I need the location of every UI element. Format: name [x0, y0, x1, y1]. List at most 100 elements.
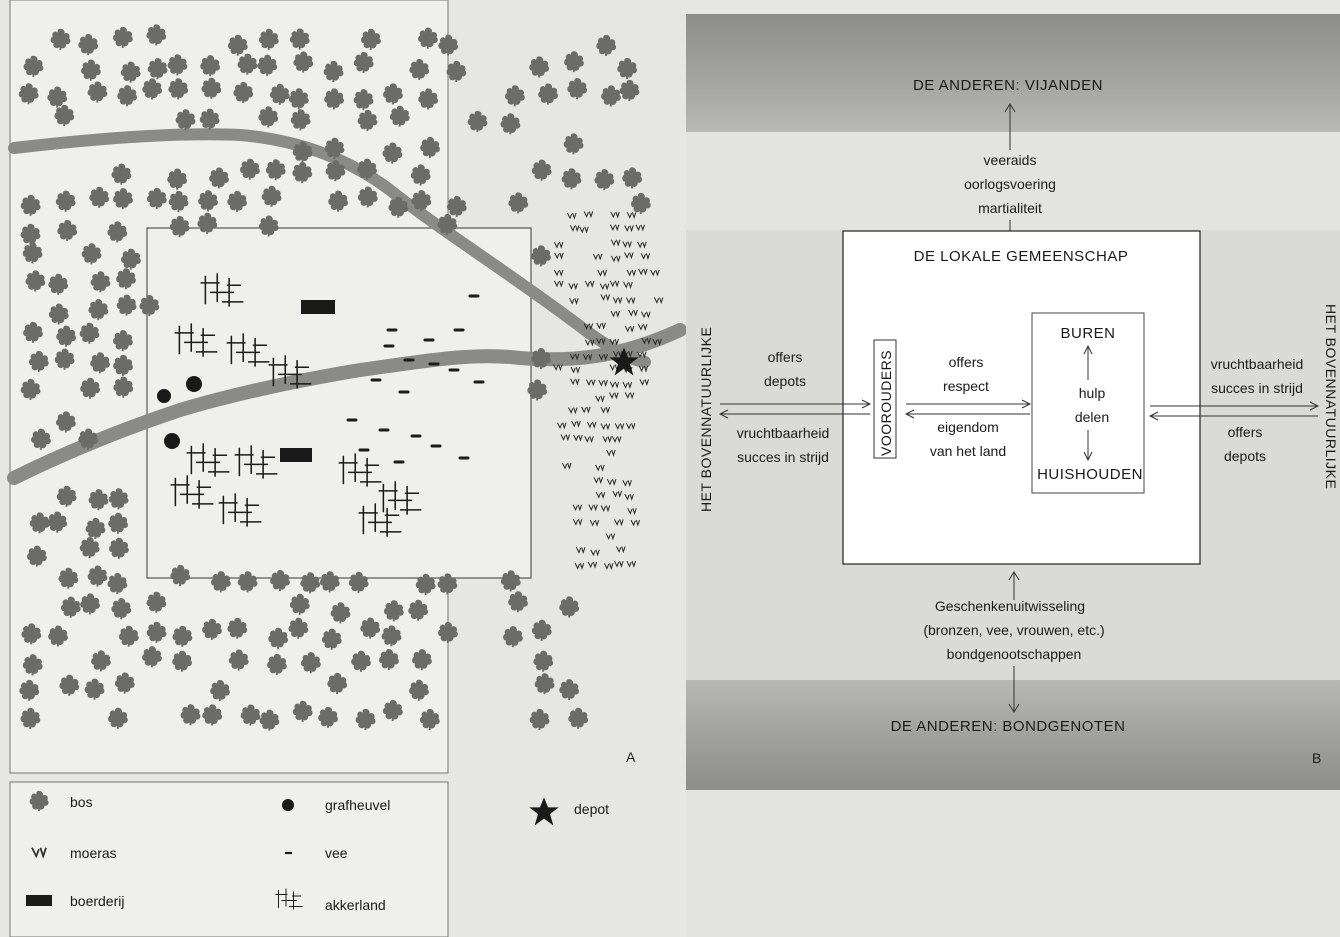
marsh-marker — [622, 479, 632, 486]
marsh-marker — [630, 519, 641, 526]
tree-marker — [618, 78, 641, 102]
marsh-marker — [610, 211, 620, 218]
marsh-marker — [600, 406, 611, 413]
marsh-marker — [622, 381, 633, 388]
marsh-marker — [624, 224, 634, 232]
marsh-marker — [569, 224, 580, 232]
marsh-marker — [592, 253, 603, 260]
left-gift-1: vruchtbaarheid — [737, 425, 830, 441]
legend: bos moeras boerderij grafheuvel vee akke… — [26, 790, 609, 913]
marsh-marker — [595, 464, 605, 471]
marsh-marker — [623, 281, 633, 288]
tree-marker — [532, 649, 555, 673]
marsh-marker — [611, 435, 622, 443]
farm-marker — [280, 448, 312, 462]
ancestor-gift-2: van het land — [930, 443, 1006, 459]
marsh-marker — [624, 493, 635, 500]
legend-label-moeras: moeras — [70, 845, 117, 861]
tree-marker — [558, 678, 580, 702]
marsh-marker — [566, 212, 577, 219]
marsh-marker — [579, 226, 589, 233]
diagram-panel: DE ANDEREN: VIJANDEN veeraids oorlogsvoe… — [686, 14, 1340, 937]
arrow-left-icon — [904, 409, 1030, 419]
marsh-marker — [586, 421, 597, 428]
arrow-up-icon — [1004, 103, 1016, 150]
marsh-marker — [600, 293, 611, 301]
household-heading: HUISHOUDEN — [1037, 466, 1143, 483]
tree-marker — [621, 166, 643, 190]
enemy-relation-3: martialiteit — [978, 200, 1042, 216]
legend-label-boerderij: boerderij — [70, 893, 124, 909]
legend-label-vee: vee — [325, 845, 348, 861]
marsh-marker — [588, 504, 598, 511]
tree-marker — [507, 191, 530, 215]
marsh-marker — [614, 518, 624, 526]
tree-marker — [616, 56, 638, 80]
marsh-marker — [610, 239, 621, 246]
marsh-marker — [635, 224, 646, 231]
tree-marker — [560, 167, 583, 191]
marsh-marker — [624, 391, 635, 399]
barrow-icon — [282, 799, 294, 811]
marsh-marker — [625, 422, 636, 429]
enemies-heading: DE ANDEREN: VIJANDEN — [913, 77, 1103, 94]
marsh-layer — [552, 210, 664, 569]
marsh-marker — [637, 241, 647, 248]
arrow-right-icon — [1150, 401, 1320, 411]
tree-marker — [562, 132, 585, 156]
community-heading: DE LOKALE GEMEENSCHAP — [914, 248, 1129, 265]
marsh-marker — [600, 423, 611, 430]
allies-heading: DE ANDEREN: BONDGENOTEN — [891, 718, 1126, 735]
barrow-marker — [157, 389, 171, 403]
marsh-marker — [585, 379, 596, 386]
marsh-marker — [609, 280, 620, 287]
ancestor-offering-1: offers — [949, 354, 984, 370]
enemy-relation-1: veeraids — [984, 152, 1037, 168]
marsh-marker — [581, 406, 591, 413]
marsh-marker — [606, 478, 617, 485]
marsh-marker — [624, 325, 635, 332]
marsh-marker — [553, 269, 564, 276]
marsh-marker — [608, 392, 619, 399]
barrow-marker — [186, 376, 202, 392]
map-panel-letter: A — [626, 749, 636, 765]
tree-marker — [528, 707, 551, 731]
marsh-marker — [574, 562, 585, 569]
marsh-marker — [638, 268, 648, 275]
farm-icon — [26, 895, 52, 906]
ancestors-label: VOOROUDERS — [878, 350, 894, 456]
marsh-marker — [584, 280, 595, 287]
marsh-marker — [614, 422, 625, 430]
tree-marker — [466, 109, 489, 133]
marsh-marker — [610, 255, 621, 262]
tree-marker — [504, 84, 526, 108]
tree-marker — [533, 672, 556, 696]
right-offering-1: offers — [1228, 424, 1263, 440]
tree-marker — [595, 33, 618, 57]
ally-relation-3: bondgenootschappen — [947, 646, 1082, 662]
supernatural-right-label: HET BOVENNATUURLIJKE — [1323, 304, 1339, 489]
marsh-marker — [639, 378, 650, 386]
tree-marker — [445, 59, 468, 83]
enemy-relation-2: oorlogsvoering — [964, 176, 1056, 192]
tree-marker — [507, 590, 529, 614]
ally-relation-1: Geschenkenuitwisseling — [935, 598, 1085, 614]
marsh-marker — [640, 311, 651, 318]
left-gift-2: succes in strijd — [737, 449, 829, 465]
legend-label-akkerland: akkerland — [325, 897, 386, 913]
supernatural-left-label: HET BOVENNATUURLIJKE — [698, 327, 714, 512]
marsh-marker — [610, 310, 621, 317]
arrow-down-icon — [1083, 430, 1093, 462]
ancestor-gift-1: eigendom — [937, 419, 999, 435]
marsh-marker — [553, 280, 564, 287]
marsh-marker — [609, 224, 620, 231]
tree-marker — [566, 77, 589, 101]
legend-label-bos: bos — [70, 794, 93, 810]
diagram-panel-letter: B — [1312, 750, 1321, 766]
right-gift-2: succes in strijd — [1211, 380, 1303, 396]
enemies-band — [686, 14, 1340, 132]
arrow-down-icon — [1008, 666, 1020, 713]
right-offering-2: depots — [1224, 448, 1266, 464]
tree-marker — [445, 194, 468, 218]
